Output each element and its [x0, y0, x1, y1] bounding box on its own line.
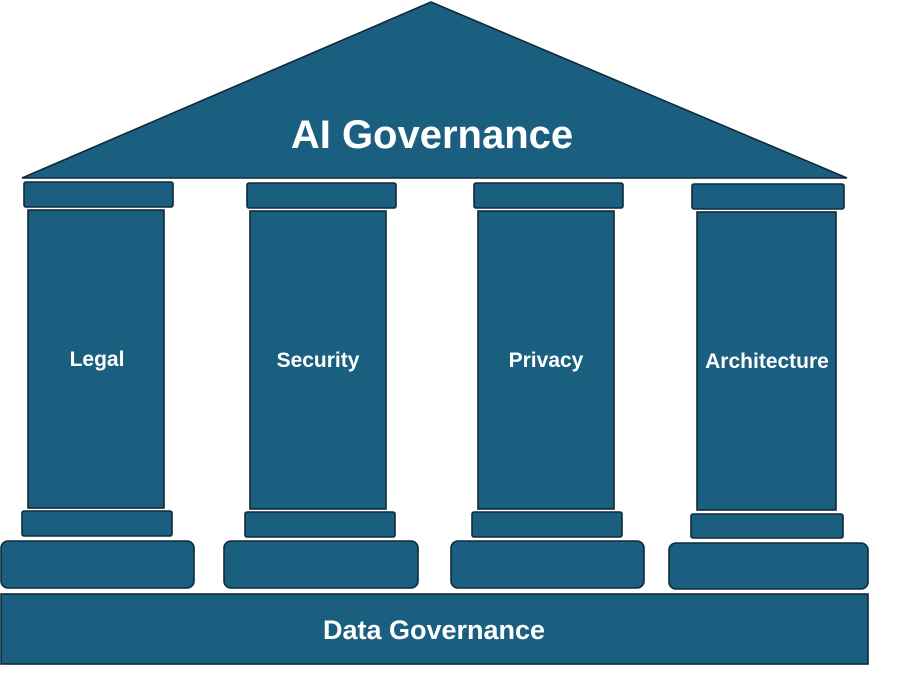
pillar-label-legal: Legal	[70, 348, 125, 371]
pillar-plinth	[450, 540, 645, 589]
pillar-shaft	[27, 209, 165, 509]
pillar-plinth	[223, 540, 419, 589]
pillar-base	[21, 510, 173, 537]
roof-triangle	[21, 1, 848, 179]
pillar-capital	[691, 183, 845, 210]
pillar-base	[471, 511, 623, 538]
pillar-security: Security	[223, 182, 419, 589]
pillar-shaft	[696, 211, 837, 511]
pillar-legal: Legal	[0, 181, 195, 589]
pillar-label-privacy: Privacy	[509, 349, 584, 372]
pillar-privacy: Privacy	[450, 182, 645, 589]
pillar-label-security: Security	[277, 349, 360, 372]
pillar-shaft	[249, 210, 387, 510]
pillar-architecture: Architecture	[668, 183, 869, 590]
pillar-label-architecture: Architecture	[705, 350, 829, 373]
pillar-plinth	[668, 542, 869, 590]
foundation-label: Data Governance	[323, 615, 545, 645]
pillar-capital	[23, 181, 174, 208]
pillar-capital	[246, 182, 397, 209]
pillar-shaft	[477, 210, 615, 510]
foundation-block	[0, 593, 869, 665]
pillar-base	[244, 511, 396, 538]
pillar-base	[690, 513, 844, 539]
pillar-plinth	[0, 540, 195, 589]
roof-title: AI Governance	[291, 113, 573, 157]
pillar-capital	[473, 182, 624, 209]
